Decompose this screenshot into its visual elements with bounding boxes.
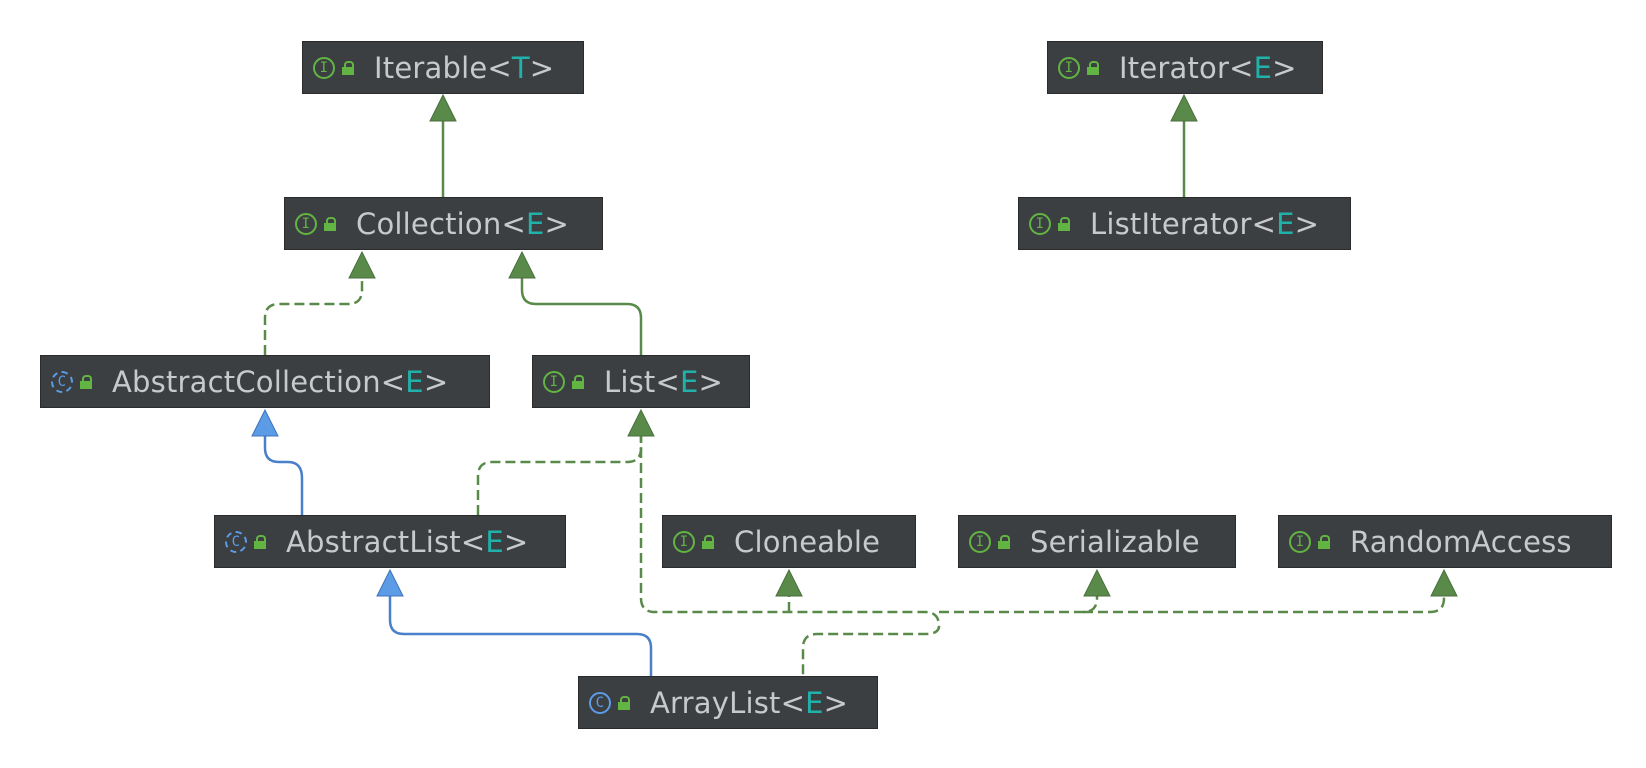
arrowhead-abstractcollection: [251, 408, 279, 437]
node-cloneable[interactable]: I Cloneable: [662, 515, 916, 568]
interface-icon: I: [543, 370, 565, 393]
arrowhead-serializable: [1083, 568, 1111, 597]
edge-abstractlist-list: [476, 433, 643, 515]
public-visibility-icon: [1087, 60, 1099, 75]
edge-abstractlist-abstractcollection: [263, 433, 304, 515]
type-close: >: [544, 206, 569, 241]
arrowhead-collection-right: [508, 250, 536, 279]
edge-arraylist-abstractlist: [388, 592, 653, 676]
interface-icon: I: [1029, 212, 1051, 235]
type-close: >: [1294, 206, 1320, 241]
node-list-iterator[interactable]: I ListIterator<E>: [1018, 197, 1351, 250]
type-open: <: [460, 524, 486, 559]
edge-arraylist-serializable: [939, 592, 1099, 614]
node-name: AbstractList: [286, 524, 461, 559]
arrowhead-abstractlist: [376, 568, 404, 597]
interface-icon: I: [295, 212, 317, 235]
arrowhead-iterable: [429, 93, 457, 122]
type-close: >: [503, 524, 529, 559]
node-name: Serializable: [1030, 524, 1200, 559]
interface-icon: I: [313, 56, 335, 79]
class-icon: C: [589, 691, 611, 714]
node-name: ListIterator: [1090, 206, 1252, 241]
type-open: <: [380, 364, 406, 399]
public-visibility-icon: [1058, 216, 1070, 231]
arrowhead-collection-left: [348, 250, 376, 279]
node-list[interactable]: I List<E>: [532, 355, 750, 408]
type-open: <: [487, 50, 512, 85]
node-name: Iterable: [374, 50, 488, 85]
interface-icon: I: [1058, 56, 1080, 79]
public-visibility-icon: [618, 695, 630, 710]
node-name: AbstractCollection: [112, 364, 381, 399]
type-param: E: [805, 685, 824, 720]
type-close: >: [1272, 50, 1297, 85]
type-open: <: [1251, 206, 1277, 241]
node-name: Cloneable: [734, 524, 881, 559]
arrowhead-randomaccess: [1430, 568, 1458, 597]
public-visibility-icon: [324, 216, 336, 231]
type-param: E: [405, 364, 424, 399]
type-param: E: [1253, 50, 1273, 85]
public-visibility-icon: [702, 534, 714, 549]
type-close: >: [698, 364, 724, 399]
interface-icon: I: [673, 530, 695, 553]
type-close: >: [423, 364, 449, 399]
edge-arraylist-randomaccess: [1083, 592, 1446, 614]
node-random-access[interactable]: I RandomAccess: [1278, 515, 1612, 568]
arrowhead-iterator: [1170, 93, 1198, 122]
node-abstract-list[interactable]: C AbstractList<E>: [214, 515, 566, 568]
type-param: T: [511, 50, 530, 85]
type-param: E: [485, 524, 504, 559]
public-visibility-icon: [1318, 534, 1330, 549]
arrowhead-cloneable: [775, 568, 803, 597]
edge-arraylist-list: [639, 433, 941, 676]
node-iterator[interactable]: I Iterator<E>: [1047, 41, 1323, 94]
node-name: Collection: [356, 206, 502, 241]
node-collection[interactable]: I Collection<E>: [284, 197, 603, 250]
type-open: <: [1229, 50, 1254, 85]
type-open: <: [501, 206, 526, 241]
node-name: ArrayList: [650, 685, 781, 720]
type-param: E: [525, 206, 545, 241]
interface-icon: I: [1289, 530, 1311, 553]
type-close: >: [823, 685, 849, 720]
public-visibility-icon: [80, 374, 92, 389]
node-array-list[interactable]: C ArrayList<E>: [578, 676, 878, 729]
public-visibility-icon: [998, 534, 1010, 549]
node-serializable[interactable]: I Serializable: [958, 515, 1236, 568]
abstract-class-icon: C: [51, 370, 73, 393]
public-visibility-icon: [572, 374, 584, 389]
abstract-class-icon: C: [225, 530, 247, 553]
node-name: Iterator: [1119, 50, 1230, 85]
public-visibility-icon: [342, 60, 354, 75]
type-param: E: [1276, 206, 1295, 241]
type-open: <: [780, 685, 806, 720]
type-open: <: [655, 364, 680, 399]
type-close: >: [529, 50, 555, 85]
arrowhead-list: [627, 408, 655, 437]
node-abstract-collection[interactable]: C AbstractCollection<E>: [40, 355, 490, 408]
public-visibility-icon: [254, 534, 266, 549]
edge-list-collection: [520, 272, 643, 355]
node-name: List: [604, 364, 656, 399]
type-param: E: [680, 364, 699, 399]
interface-icon: I: [969, 530, 991, 553]
node-iterable[interactable]: I Iterable<T>: [302, 41, 584, 94]
edge-abstractcollection-collection: [263, 272, 364, 355]
node-name: RandomAccess: [1350, 524, 1572, 559]
